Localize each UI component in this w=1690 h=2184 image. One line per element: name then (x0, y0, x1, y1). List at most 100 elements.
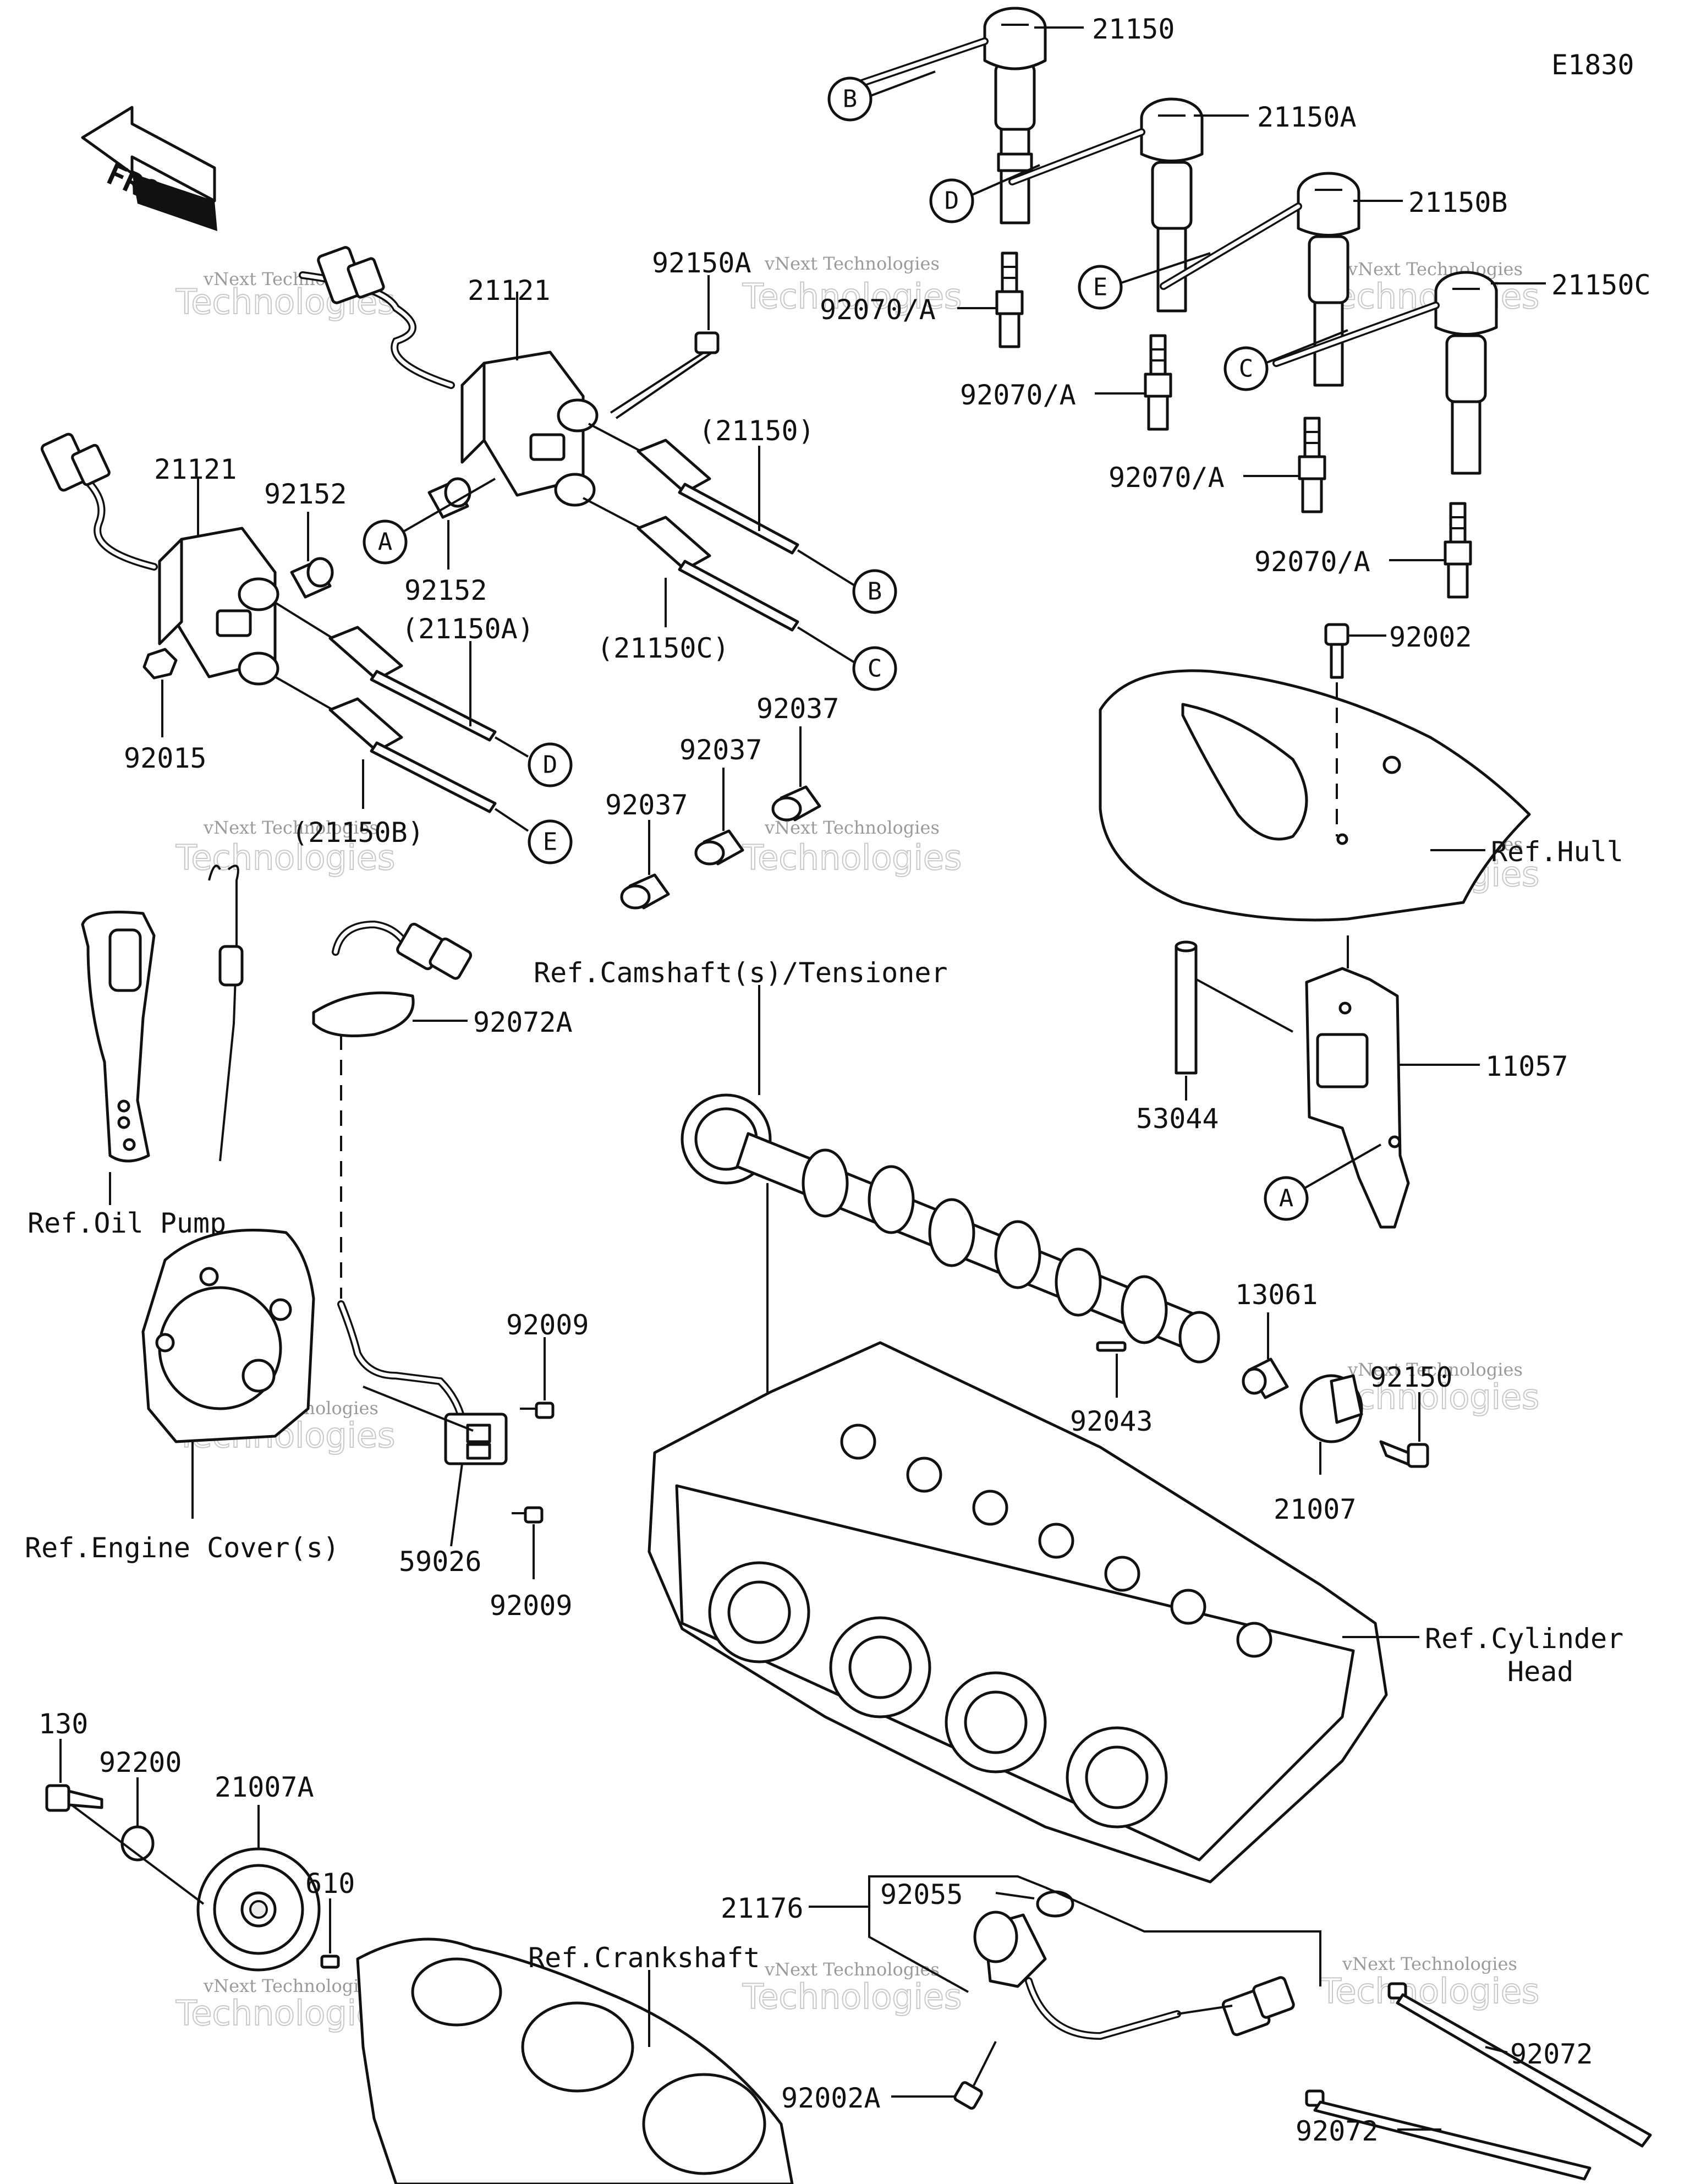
bracket-11057[interactable] (1305, 967, 1410, 1229)
oil-pump-reference-bracket (81, 864, 244, 1163)
engine-cover-reference (141, 1229, 315, 1443)
callout-21150A: 21150A (1257, 101, 1357, 133)
plug-cap-ref-21150b[interactable] (328, 697, 497, 813)
connector-label-a: A (1279, 1185, 1294, 1213)
callout-21007: 21007 (1274, 1493, 1357, 1525)
bolt-92009[interactable] (512, 1506, 544, 1524)
plug-cap-ref-21150c[interactable] (637, 516, 799, 632)
leader-line (450, 1463, 463, 1547)
nut-92015[interactable] (142, 648, 178, 680)
wire-connector[interactable] (40, 433, 111, 492)
callout-21150: 21150 (1092, 13, 1175, 45)
ref-cylinder-head-1: Ref.Cylinder (1425, 1623, 1623, 1655)
callout-92043: 92043 (1070, 1405, 1153, 1437)
clamp-92037[interactable] (771, 785, 821, 822)
spark-plug[interactable] (1144, 334, 1172, 431)
leader-line (970, 164, 1040, 196)
callout-53044: 53044 (1136, 1103, 1219, 1135)
harness-connector-top[interactable] (332, 920, 473, 980)
connector-circle-b (852, 569, 897, 614)
plug-cap-ref-21150a[interactable] (328, 626, 497, 742)
key-610[interactable] (320, 1955, 340, 1969)
watermark-text: Technologies (742, 276, 962, 316)
cable-tie-92072[interactable] (1387, 1982, 1652, 2148)
spark-plug[interactable] (995, 251, 1024, 348)
plug-cap-21150C[interactable] (1434, 271, 1498, 475)
watermark-text: vNext Technologies (764, 253, 940, 274)
connector-label-e: E (1093, 273, 1108, 302)
connector-label-b: B (868, 578, 882, 606)
cable-tie-92072[interactable] (1305, 2089, 1592, 2181)
sensor-21176[interactable] (973, 1911, 1047, 1988)
watermark-text: vNext Technologies (764, 817, 940, 838)
callout-21150c-ref: (21150C) (597, 632, 729, 664)
rotor-21007[interactable] (1299, 1374, 1363, 1443)
leader-line (583, 497, 641, 529)
clamp-92037[interactable] (694, 829, 744, 866)
ref-engine-cover: Ref.Engine Cover(s) (25, 1532, 339, 1564)
watermark-text: vNext Technologies (1347, 259, 1523, 280)
connector-circle-a (1264, 1176, 1309, 1221)
o-ring-92055[interactable] (1036, 1890, 1074, 1918)
bolt-92150[interactable] (1379, 1440, 1429, 1468)
wire-connector[interactable] (317, 246, 385, 304)
bolt-92002[interactable] (1324, 623, 1349, 679)
callout-92072a: 92072A (473, 1006, 573, 1038)
ignition-coil-top[interactable] (460, 351, 599, 507)
callout-21121-left: 21121 (154, 453, 237, 485)
leader-line (588, 423, 641, 452)
sensor-connector[interactable] (1221, 1976, 1295, 2037)
figure-id: E1830 (1551, 49, 1634, 81)
spacer-13061[interactable] (1242, 1358, 1289, 1399)
leader-line (868, 1907, 969, 1993)
hull-reference-shape (1099, 669, 1531, 922)
callout-11057: 11057 (1485, 1050, 1568, 1082)
spark-plug[interactable] (1298, 417, 1326, 513)
connector-label-e: E (543, 828, 558, 856)
leader-line (868, 1875, 1046, 1907)
plug-cap-wire (1274, 303, 1438, 365)
collar-92152[interactable] (290, 557, 334, 599)
callout-92072-b: 92072 (1296, 2115, 1379, 2147)
leader-line (797, 549, 857, 587)
watermark-text: vNext Technologies (203, 817, 378, 838)
pin-92043[interactable] (1096, 1341, 1127, 1352)
leader-line (404, 478, 496, 532)
connector-circle-d (528, 742, 573, 787)
plug-cap-21150A[interactable] (1140, 97, 1204, 313)
callout-21007a: 21007A (215, 1771, 314, 1803)
rubber-strip-53044[interactable] (1175, 940, 1198, 1075)
callout-92002: 92002 (1389, 621, 1472, 653)
bolt-92150a[interactable] (610, 331, 720, 419)
watermark-text: Technologies (1320, 1971, 1539, 2011)
connector-circle-c (1223, 346, 1269, 391)
bolt-130[interactable] (45, 1784, 103, 1812)
bolt-92009[interactable] (520, 1402, 555, 1419)
collar-92152[interactable] (427, 477, 471, 519)
spark-plug[interactable] (1444, 502, 1472, 599)
plug-cap-21150[interactable] (983, 7, 1047, 225)
leader-line (1485, 2046, 1508, 2054)
callout-92009-b: 92009 (490, 1590, 573, 1622)
sensor-59026[interactable] (444, 1413, 508, 1465)
rotor-gear-21007a[interactable] (196, 1847, 321, 1972)
clamp-92037[interactable] (620, 873, 670, 910)
ignition-coil-left[interactable] (158, 527, 279, 686)
callout-92009-a: 92009 (506, 1309, 589, 1341)
band-clamp-92072a[interactable] (312, 991, 415, 1037)
leader-line (1177, 2005, 1233, 2015)
sensor-wire (1027, 1979, 1179, 2038)
callout-92070-a-1: 92070/A (820, 294, 936, 326)
ref-oil-pump: Ref.Oil Pump (28, 1207, 226, 1239)
callout-92150: 92150 (1370, 1361, 1453, 1393)
plug-cap-ref-21150[interactable] (637, 439, 799, 555)
connector-circle-d (929, 178, 974, 223)
callout-92037-1: 92037 (605, 789, 688, 821)
watermark-text: vNext Technologies (1342, 1953, 1517, 1974)
watermark-text: Technologies (742, 838, 962, 878)
connector-circle-a (363, 519, 408, 565)
leader-line (797, 626, 857, 664)
watermark-text: vNext Technologies (203, 1975, 378, 1996)
leader-line (1045, 1886, 1321, 1986)
bolt-92002a[interactable] (953, 2041, 997, 2110)
